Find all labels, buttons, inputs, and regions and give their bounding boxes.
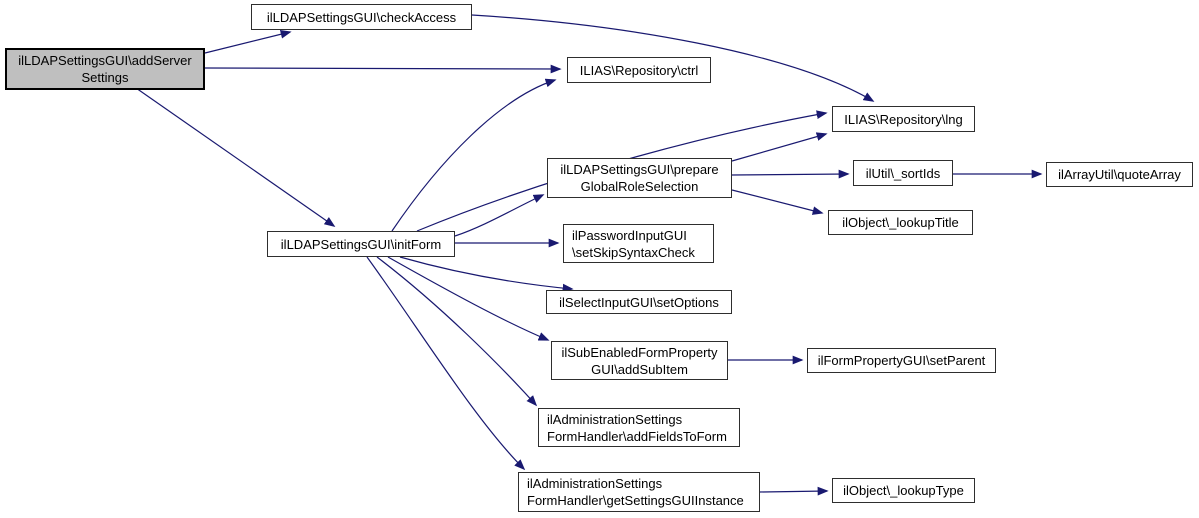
node-checkAccess[interactable]: ilLDAPSettingsGUI\checkAccess	[251, 4, 472, 30]
node-set-skip-syntax-check[interactable]: ilPasswordInputGUI \setSkipSyntaxCheck	[563, 224, 714, 263]
edge-initForm-ctrl	[391, 78, 557, 232]
node-lookup-title[interactable]: ilObject\_lookupTitle	[828, 210, 973, 235]
edge-addServerSettings-initForm	[135, 87, 336, 227]
edge-addServerSettings-checkAccess	[204, 29, 292, 54]
node-sort-ids[interactable]: ilUtil\_sortIds	[853, 160, 953, 186]
edge-checkAccess-lng	[471, 14, 875, 102]
node-init-form[interactable]: ilLDAPSettingsGUI\initForm	[267, 231, 455, 257]
node-repository-ctrl[interactable]: ILIAS\Repository\ctrl	[567, 57, 711, 83]
node-add-fields-to-form[interactable]: ilAdministrationSettings FormHandler\add…	[538, 408, 740, 447]
edge-initForm-lng	[416, 110, 828, 232]
node-addServerSettings: ilLDAPSettingsGUI\addServer Settings	[5, 48, 205, 90]
edge-initForm-addSubItem	[387, 256, 550, 341]
edge-addServerSettings-ctrl	[204, 64, 562, 74]
node-add-sub-item[interactable]: ilSubEnabledFormProperty GUI\addSubItem	[551, 341, 728, 380]
node-repository-lng[interactable]: ILIAS\Repository\lng	[832, 106, 975, 132]
node-quote-array[interactable]: ilArrayUtil\quoteArray	[1046, 162, 1193, 187]
node-set-parent[interactable]: ilFormPropertyGUI\setParent	[807, 348, 996, 373]
edge-prepareGlobalRoleSelection-sortIds	[731, 169, 850, 179]
edge-initForm-addFieldsToForm	[376, 256, 538, 407]
edge-initForm-prepareGlobalRoleSelection	[454, 194, 545, 237]
edge-initForm-setOptions	[399, 256, 574, 293]
edge-initForm-getSettingsGUIInstance	[366, 256, 526, 471]
edge-prepareGlobalRoleSelection-lookupTitle	[731, 189, 824, 215]
node-get-settings-gui-instance[interactable]: ilAdministrationSettings FormHandler\get…	[518, 472, 760, 512]
edge-prepareGlobalRoleSelection-lng	[731, 132, 828, 162]
node-prepare-global-role-selection[interactable]: ilLDAPSettingsGUI\prepare GlobalRoleSele…	[547, 158, 732, 198]
node-lookup-type[interactable]: ilObject\_lookupType	[832, 478, 975, 503]
node-set-options[interactable]: ilSelectInputGUI\setOptions	[546, 290, 732, 314]
edge-getSettingsGUIInstance-lookupType	[759, 486, 829, 496]
